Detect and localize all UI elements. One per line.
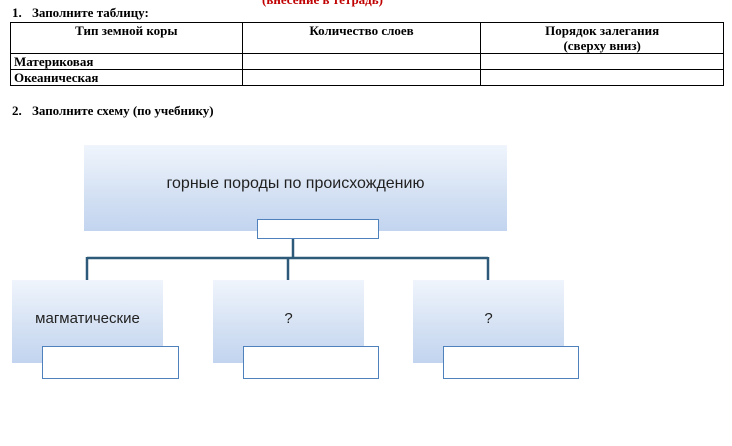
scheme-child-answer-field[interactable] — [243, 346, 379, 379]
scheme-child-answer-field[interactable] — [443, 346, 579, 379]
scheme-root-label: горные породы по происхождению — [166, 175, 425, 192]
header-crust-type: Тип земной коры — [10, 22, 243, 54]
task-2-heading: 2. Заполните схему (по учебнику) — [12, 103, 214, 119]
scheme-child-label: ? — [484, 310, 493, 327]
table-header-row: Тип земной коры Количество слоев Порядок… — [10, 22, 724, 54]
header-layer-order: Порядок залегания (сверху вниз) — [480, 22, 724, 54]
header-layer-order-line1: Порядок залегания — [545, 23, 660, 38]
crust-table: Тип земной коры Количество слоев Порядок… — [10, 22, 724, 86]
header-layer-order-line2: (сверху вниз) — [563, 38, 641, 53]
row-oceanic-order-cell[interactable] — [480, 69, 724, 86]
table-row: Океаническая — [10, 69, 724, 86]
scheme-root-box: горные породы по происхождению — [84, 145, 507, 231]
header-layer-count: Количество слоев — [241, 22, 482, 54]
scheme-child-label: ? — [284, 310, 293, 327]
scheme-child-answer-field[interactable] — [42, 346, 179, 379]
row-oceanic-layers-cell[interactable] — [241, 69, 482, 86]
cut-off-heading: (внесение в тетрадь) — [262, 0, 383, 8]
scheme-child-label: магматические — [35, 310, 140, 327]
task-1-number: 1. — [12, 5, 22, 20]
task-2-text: Заполните схему (по учебнику) — [32, 103, 214, 118]
task-1-text: Заполните таблицу: — [32, 5, 149, 20]
row-oceanic-label: Океаническая — [10, 69, 243, 86]
task-2-number: 2. — [12, 103, 22, 118]
task-1-heading: 1. Заполните таблицу: — [12, 5, 149, 21]
scheme-root-answer-field[interactable] — [257, 219, 379, 239]
